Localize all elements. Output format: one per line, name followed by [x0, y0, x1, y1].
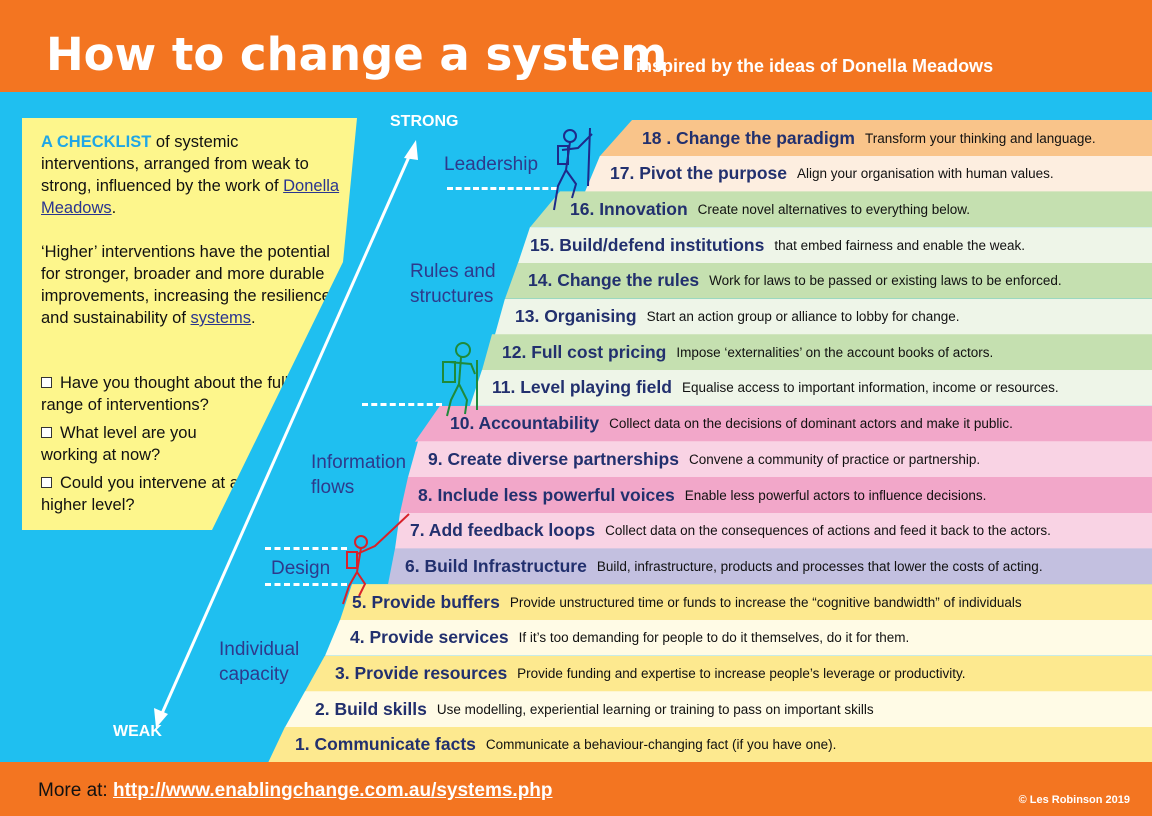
intervention-row: 17. Pivot the purpose Align your organisa…: [585, 155, 1152, 192]
intervention-row: 10. Accountability Collect data on the de…: [415, 405, 1152, 442]
category-design: Design: [271, 558, 331, 579]
question-text: Have you thought about the full range of…: [41, 374, 289, 414]
climber-blue-icon: [553, 127, 593, 211]
intervention-title: 3. Provide resources: [335, 663, 508, 683]
higher-text: ‘Higher’ interventions have the potentia…: [41, 243, 331, 327]
systems-link[interactable]: systems: [190, 309, 252, 327]
intervention-row: 5. Provide buffers Provide unstructured t…: [340, 584, 1152, 621]
intervention-row: 4. Provide services If it’s too demanding…: [325, 619, 1152, 656]
intervention-title: 17. Pivot the purpose: [610, 163, 787, 184]
intervention-row: 13. Organising Start an action group or a…: [495, 298, 1152, 335]
weak-label: WEAK: [113, 723, 162, 740]
intervention-description: Use modelling, experiential learning or …: [436, 701, 874, 717]
intervention-description: Collect data on the decisions of dominan…: [609, 416, 1013, 432]
header-banner: How to change a system inspired by the i…: [0, 0, 1152, 92]
intervention-title: 1. Communicate facts: [295, 734, 476, 755]
intervention-description: Communicate a behaviour-changing fact (i…: [485, 737, 837, 753]
arrow-down-icon: [154, 708, 168, 728]
more-label: More at:: [38, 780, 113, 801]
category-leadership: Leadership: [444, 154, 539, 175]
intervention-title: 13. Organising: [515, 306, 637, 326]
intervention-title: 5. Provide buffers: [352, 591, 500, 612]
question-2: What level are you working at now?: [41, 422, 241, 466]
intervention-description: Build, infrastructure, products and proc…: [596, 558, 1043, 574]
intervention-row: 6. Build Infrastructure Build, infrastruc…: [388, 548, 1152, 585]
climber-green-icon: [442, 342, 478, 417]
divider-dashed: [265, 583, 347, 586]
intervention-title: 6. Build Infrastructure: [405, 555, 587, 576]
intro-text: A CHECKLIST of systemic interventions, a…: [41, 133, 340, 217]
question-3: Could you intervene at a higher level?: [41, 472, 241, 516]
intervention-title: 16. Innovation: [570, 198, 688, 219]
intervention-row: 18 . Change the paradigm Transform your t…: [600, 120, 1152, 156]
intervention-title: 8. Include less powerful voices: [418, 484, 675, 505]
checkbox[interactable]: [41, 477, 52, 488]
intervention-title: 15. Build/defend institutions: [530, 234, 765, 255]
intervention-row: 1. Communicate facts Communicate a behavi…: [268, 726, 1152, 763]
category-information: Information flows: [311, 452, 407, 498]
intervention-row: 16. Innovation Create novel alternatives …: [530, 191, 1152, 228]
intervention-row: 15. Build/defend institutions that embed …: [518, 227, 1152, 264]
intervention-description: that embed fairness and enable the weak.: [774, 237, 1025, 253]
intervention-description: Work for laws to be passed or existing l…: [709, 273, 1062, 289]
question-text: Could you intervene at a higher level?: [41, 474, 239, 514]
copyright: © Les Robinson 2019: [1018, 794, 1130, 806]
intervention-title: 11. Level playing field: [492, 377, 672, 398]
intervention-title: 12. Full cost pricing: [502, 341, 667, 362]
donella-meadows-link[interactable]: Donella Meadows: [41, 177, 340, 217]
intervention-description: Enable less powerful actors to influence…: [684, 487, 987, 503]
question-text: What level are you working at now?: [41, 424, 197, 464]
intervention-title: 18 . Change the paradigm: [642, 127, 855, 148]
divider-dashed: [447, 187, 557, 190]
para2: ‘Higher’ interventions have the potentia…: [41, 243, 331, 327]
checkbox[interactable]: [41, 377, 52, 388]
intervention-title: 10. Accountability: [450, 413, 600, 434]
intervention-title: 7. Add feedback loops: [410, 520, 596, 541]
intervention-title: 9. Create diverse partnerships: [428, 448, 679, 469]
divider-dashed: [362, 403, 442, 406]
intervention-description: Create novel alternatives to everything …: [697, 201, 971, 217]
intervention-description: Provide funding and expertise to increas…: [517, 666, 966, 681]
divider-dashed: [265, 547, 347, 550]
question-1: Have you thought about the full range of…: [41, 372, 291, 416]
intervention-row: 9. Create diverse partnerships Convene a …: [408, 441, 1152, 478]
category-individual: Individual capacity: [219, 639, 300, 685]
intervention-row: 2. Build skills Use modelling, experienti…: [285, 691, 1152, 728]
intervention-description: Collect data on the consequences of acti…: [605, 523, 1051, 539]
intervention-row: 3. Provide resources Provide funding and …: [305, 655, 1152, 692]
intervention-row: 7. Add feedback loops Collect data on the…: [395, 512, 1152, 549]
intervention-title: 14. Change the rules: [528, 270, 700, 291]
page-title: How to change a system: [46, 28, 668, 81]
checklist-heading: A CHECKLIST: [41, 133, 152, 151]
intervention-description: Provide unstructured time or funds to in…: [509, 594, 1022, 610]
website-link[interactable]: http://www.enablingchange.com.au/systems…: [112, 780, 553, 801]
footer-banner: More at: http://www.enablingchange.com.a…: [0, 762, 1152, 816]
more-info: More at: http://www.enablingchange.com.a…: [38, 780, 553, 802]
checkbox[interactable]: [41, 427, 52, 438]
intervention-description: Transform your thinking and language.: [864, 130, 1096, 146]
intervention-title: 4. Provide services: [350, 627, 509, 648]
intervention-row: 12. Full cost pricing Impose ‘externaliti…: [482, 334, 1152, 371]
intervention-description: Equalise access to important information…: [681, 380, 1059, 396]
category-rules: Rules and structures: [410, 261, 496, 307]
intervention-description: Impose ‘externalities’ on the account bo…: [676, 344, 994, 360]
intervention-description: Align your organisation with human value…: [796, 166, 1054, 182]
intervention-description: Start an action group or alliance to lob…: [646, 309, 960, 324]
intervention-description: If it’s too demanding for people to do i…: [518, 630, 910, 646]
strong-label: STRONG: [390, 113, 459, 130]
intervention-title: 2. Build skills: [315, 698, 427, 719]
intro-rest: of systemic interventions, arranged from…: [41, 133, 309, 195]
arrow-up-icon: [404, 140, 418, 160]
climber-red-icon: [342, 513, 410, 605]
checklist-panel: A CHECKLIST of systemic interventions, a…: [22, 118, 357, 530]
intervention-row: 8. Include less powerful voices Enable le…: [400, 477, 1152, 513]
intervention-row: 14. Change the rules Work for laws to be …: [505, 262, 1152, 299]
intervention-description: Convene a community of practice or partn…: [688, 451, 981, 467]
intervention-row: 11. Level playing field Equalise access t…: [470, 369, 1152, 406]
page-subtitle: inspired by the ideas of Donella Meadows: [636, 56, 994, 76]
